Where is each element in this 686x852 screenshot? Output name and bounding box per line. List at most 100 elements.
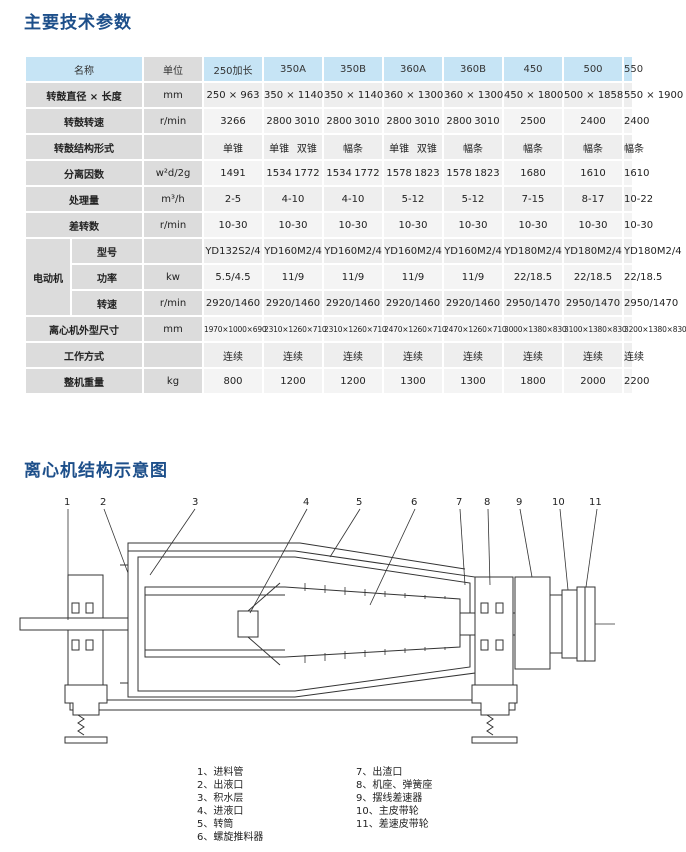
table-cell: 连续 [384,343,442,367]
table-cell: 500 × 1858 [564,83,623,107]
row-label: 转速 [72,291,142,315]
table-header-cell: 500 [564,57,622,81]
table-cell: YD180M2/4 [624,239,682,263]
callout-number: 2 [100,497,106,508]
table-cell: 2920/1460 [324,291,382,315]
table-cell: 1200 [324,369,382,393]
legend-item: 5、转筒 [197,819,234,830]
callout-number: 6 [411,497,417,508]
table-cell: 2000 [564,369,622,393]
row-unit: r/min [144,109,202,133]
table-cell: 2950/1470 [564,291,622,315]
table-cell-part: 2800 [326,115,352,127]
table-cell: 幅条 [444,135,502,159]
table-header-cell: 360B [444,57,502,81]
table-cell: 2920/1460 [204,291,262,315]
table-cell: 2950/1470 [624,291,678,315]
callout-number: 9 [516,497,522,508]
table-cell: 22/18.5 [564,265,622,289]
callout-number: 5 [356,497,362,508]
row-unit: kg [144,369,202,393]
table-header-cell: 单位 [144,57,202,81]
table-header-cell: 360A [384,57,442,81]
table-cell: YD160M2/4 [384,239,442,263]
table-cell-part: 3010 [474,115,500,127]
legend-item: 10、主皮带轮 [356,806,419,817]
table-cell-part: 1823 [414,167,440,179]
row-unit: kw [144,265,202,289]
row-label: 型号 [72,239,142,263]
table-cell: 4-10 [264,187,322,211]
row-label: 工作方式 [26,343,142,367]
table-cell: 2200 [624,369,649,393]
table-cell: 1300 [384,369,442,393]
table-cell: 7-15 [504,187,562,211]
table-cell: 550 × 1900 [624,83,683,107]
table-cell-part: 3010 [354,115,380,127]
table-cell: 22/18.5 [504,265,562,289]
table-header-cell: 250加长 [204,57,262,81]
row-unit: r/min [144,213,202,237]
table-cell: 2310×1260×710 [324,317,387,341]
row-unit: mm [144,317,202,341]
table-cell: 2470×1260×710 [444,317,507,341]
table-cell: 3000×1380×830 [504,317,567,341]
table-cell: 连续 [624,343,644,367]
table-cell: 1680 [504,161,562,185]
row-unit: m³/h [144,187,202,211]
table-cell: 幅条 [564,135,622,159]
table-cell: 3266 [204,109,262,133]
table-row: 工作方式连续连续连续连续连续连续连续连续 [26,343,644,367]
table-row: 转鼓结构形式单锥单锥双锥幅条单锥双锥幅条幅条幅条幅条 [26,135,644,159]
table-cell: 3100×1380×830 [564,317,627,341]
legend-item: 7、出渣口 [356,767,403,778]
table-cell: 10-30 [384,213,442,237]
table-cell: 2-5 [204,187,262,211]
table-cell: 5-12 [444,187,502,211]
callout-number: 1 [64,497,70,508]
table-cell: 2400 [564,109,622,133]
table-header-cell: 350B [324,57,382,81]
section-title-main-params: 主要技术参数 [24,13,132,33]
table-cell: 10-22 [624,187,653,211]
row-unit: mm [144,83,202,107]
table-cell: 8-17 [564,187,622,211]
table-cell: YD180M2/4 [504,239,562,263]
table-cell: 幅条 [624,135,644,159]
table-header-cell: 350A [264,57,322,81]
table-cell-part: 1534 [266,167,292,179]
row-unit [144,239,202,263]
table-cell: 1800 [504,369,562,393]
row-label: 差转数 [26,213,142,237]
table-cell: 250 × 963 [204,83,262,107]
table-cell: 22/18.5 [624,265,662,289]
table-cell: 11/9 [384,265,442,289]
table-cell: 连续 [444,343,502,367]
table-cell: 11/9 [324,265,382,289]
callout-number: 3 [192,497,198,508]
table-cell: 2400 [624,109,649,133]
table-cell: 3200×1380×830 [624,317,686,341]
table-cell: 单锥 [204,135,262,159]
table-cell-part: 单锥 [389,143,410,155]
table-cell: 360 × 1300 [384,83,443,107]
row-unit [144,135,202,159]
table-cell-part: 双锥 [296,143,317,155]
callout-number: 8 [484,497,490,508]
table-cell-part: 1578 [386,167,412,179]
table-cell: 1200 [264,369,322,393]
table-cell: 10-30 [204,213,262,237]
table-cell: 2470×1260×710 [384,317,447,341]
table-header-cell: 名称 [26,57,142,81]
